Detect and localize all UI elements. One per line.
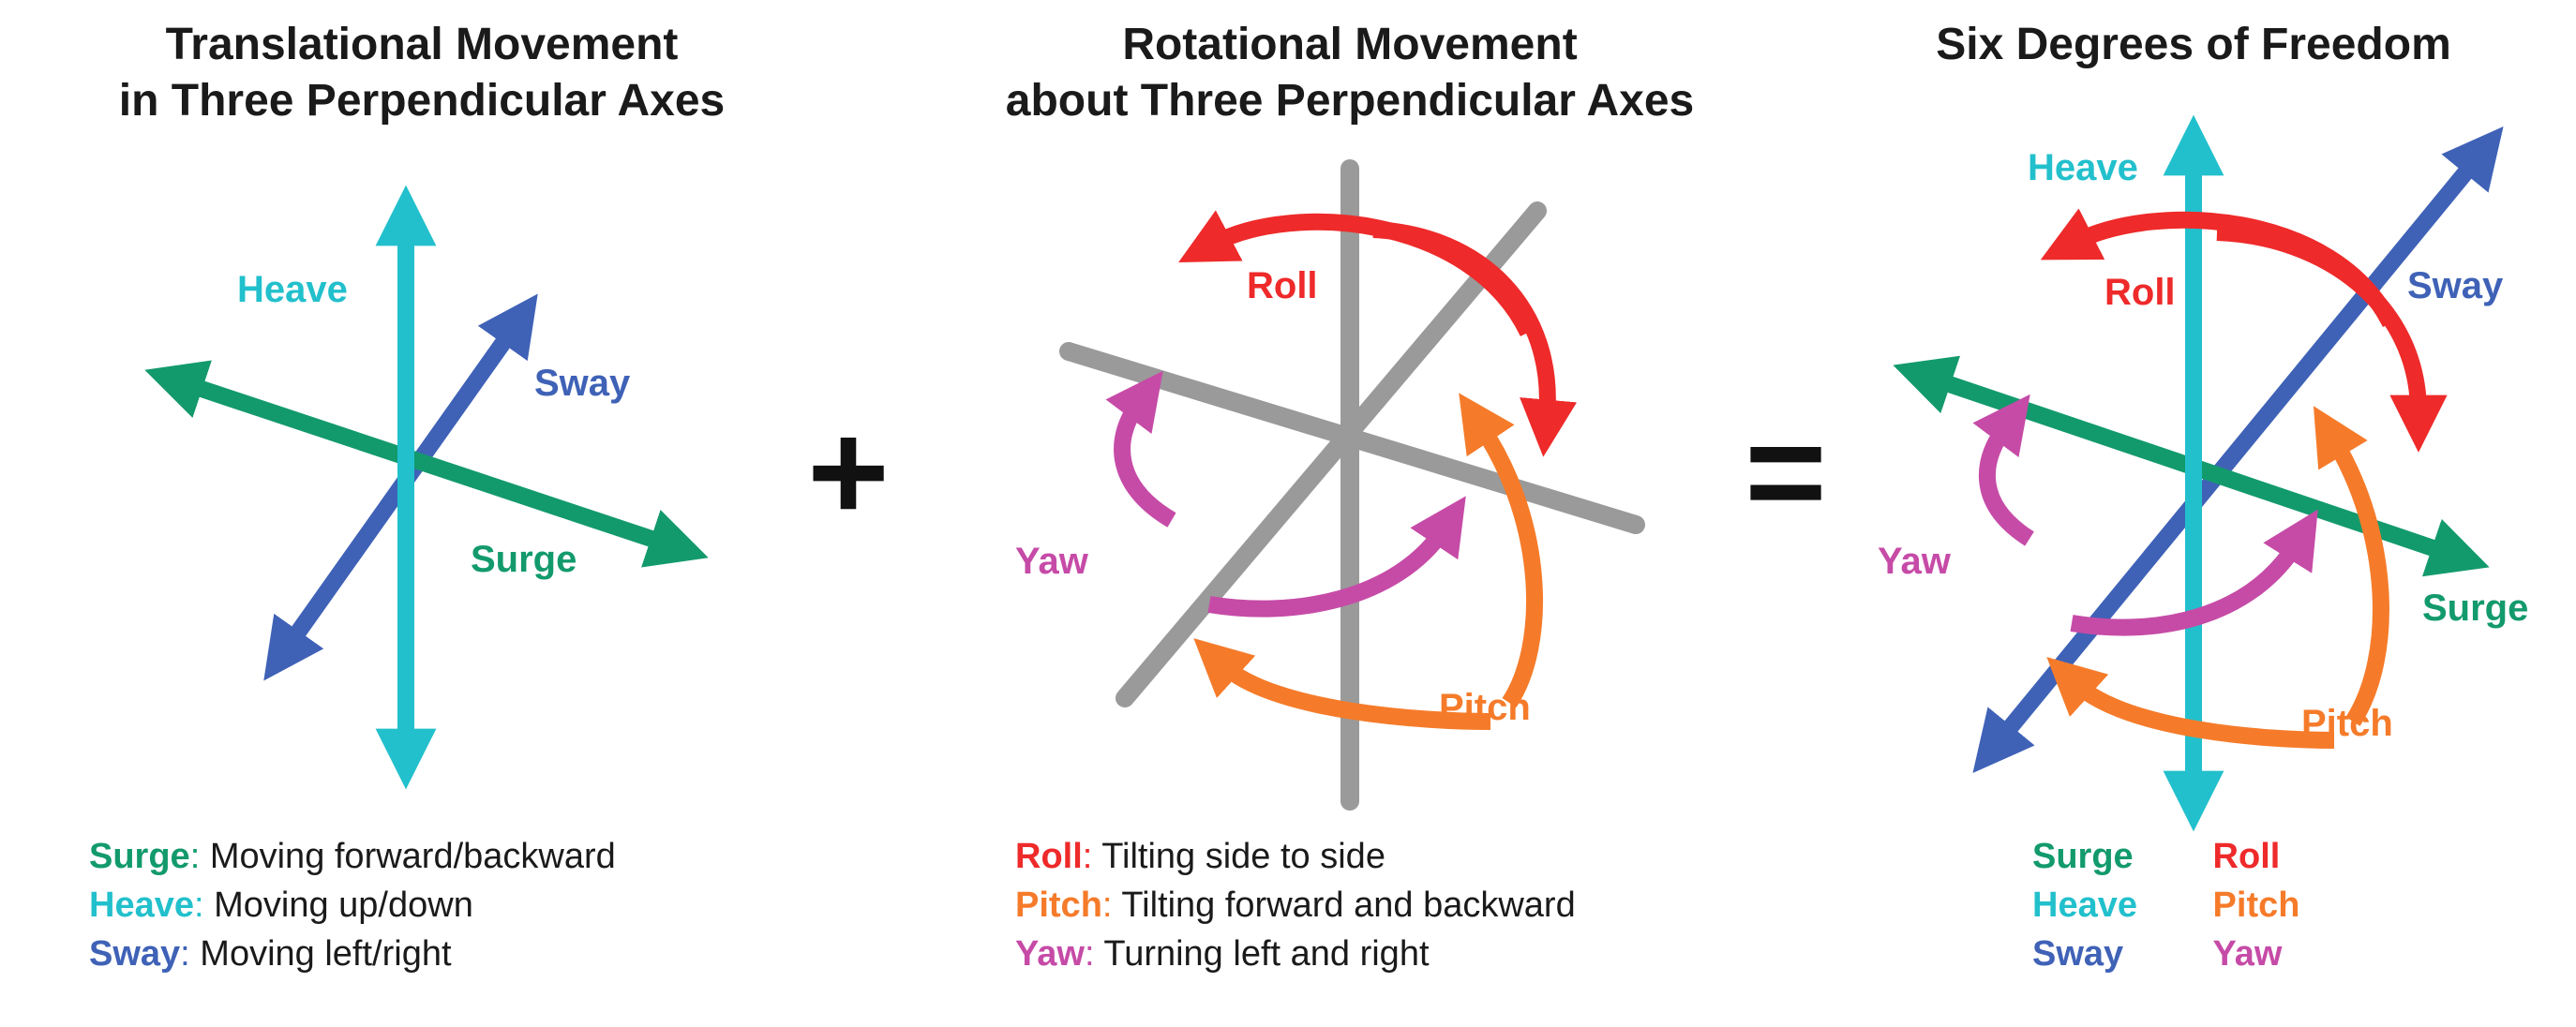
legend-desc: Turning left and right xyxy=(1094,934,1430,974)
legend-sep: : xyxy=(1084,934,1095,974)
rotational-title-line-1: Rotational Movement xyxy=(1122,20,1578,69)
legend-roll: Roll xyxy=(2212,837,2281,876)
legend-sep: : xyxy=(189,837,201,876)
surge-label: Surge xyxy=(471,539,577,580)
legend-key: Sway xyxy=(89,934,181,974)
translational-title: Translational Movement in Three Perpendi… xyxy=(19,17,825,129)
equals-operator: = xyxy=(1745,393,1827,550)
legend-key: Heave xyxy=(89,886,194,925)
translational-title-line-1: Translational Movement xyxy=(165,20,679,69)
surge-axis-arrow xyxy=(144,360,709,568)
legend-desc: Moving left/right xyxy=(189,934,452,974)
yaw-arc-arrow xyxy=(1105,370,1176,528)
legend-surge: Surge xyxy=(2032,837,2134,876)
legend-yaw: Yaw xyxy=(2212,934,2283,974)
rotational-title-line-2: about Three Perpendicular Axes xyxy=(1005,76,1695,126)
translational-title-line-2: in Three Perpendicular Axes xyxy=(118,76,726,126)
legend-sway: Sway xyxy=(2032,934,2124,974)
legend-row-surge: Surge: Moving forward/backward xyxy=(89,832,616,881)
translational-panel: Heave Sway Surge xyxy=(144,185,709,790)
pitch-label: Pitch xyxy=(1439,687,1531,728)
legend-row-roll: Roll: Tilting side to side xyxy=(1015,832,1576,881)
six-dof-panel: Heave Sway Roll Yaw Surge Pitch xyxy=(1878,114,2528,832)
legend-sep: : xyxy=(1082,837,1093,876)
legend-desc: Moving forward/backward xyxy=(200,837,616,876)
roll-arc-arrow-2 xyxy=(1372,221,1578,457)
legend-desc: Tilting side to side xyxy=(1092,837,1385,876)
yaw-arc-arrow-2 xyxy=(2070,509,2318,636)
pitch-arc-arrow xyxy=(2046,657,2335,749)
translation-legend: Surge: Moving forward/backward Heave: Mo… xyxy=(89,832,616,978)
legend-key: Surge xyxy=(89,837,190,876)
legend-key: Roll xyxy=(1015,837,1083,876)
legend-heave: Heave xyxy=(2032,886,2137,925)
six-dof-title: Six Degrees of Freedom xyxy=(1936,20,2451,69)
roll-label: Roll xyxy=(1247,265,1318,306)
six-dof-legend: Surge Heave Sway Roll Pitch Yaw xyxy=(2032,832,2365,978)
legend-key: Pitch xyxy=(1015,886,1102,925)
legend-row-pitch: Pitch: Tilting forward and backward xyxy=(1015,881,1576,930)
legend-row-yaw: Yaw: Turning left and right xyxy=(1015,930,1576,978)
sway-label: Sway xyxy=(534,363,631,404)
yaw-label: Yaw xyxy=(1878,541,1952,582)
yaw-label: Yaw xyxy=(1015,541,1089,582)
legend-row-heave: Heave: Moving up/down xyxy=(89,881,616,930)
surge-label: Surge xyxy=(2422,588,2528,629)
legend-desc: Moving up/down xyxy=(203,886,473,925)
yaw-arc-arrow xyxy=(1972,394,2035,546)
roll-label: Roll xyxy=(2104,272,2176,313)
rotational-title: Rotational Movement about Three Perpendi… xyxy=(872,17,1828,129)
pitch-arc-arrow xyxy=(1193,638,1491,730)
legend-sep: : xyxy=(193,886,204,925)
legend-desc: Tilting forward and backward xyxy=(1112,886,1576,925)
sway-label: Sway xyxy=(2407,265,2504,306)
rotational-panel: Roll Yaw Pitch xyxy=(1015,159,1645,811)
rotation-column: Roll Pitch Yaw xyxy=(2213,832,2300,978)
pitch-arc-arrow-2 xyxy=(2313,406,2389,726)
heave-label: Heave xyxy=(237,269,348,310)
legend-pitch: Pitch xyxy=(2212,886,2300,925)
plus-operator: + xyxy=(807,393,890,550)
yaw-arc-arrow-2 xyxy=(1207,496,1466,618)
pitch-label: Pitch xyxy=(2301,703,2393,744)
heave-label: Heave xyxy=(2028,147,2138,188)
roll-arc-arrow-2 xyxy=(2216,224,2448,453)
pitch-arc-arrow-2 xyxy=(1459,393,1544,707)
legend-row-sway: Sway: Moving left/right xyxy=(89,930,616,978)
legend-key: Yaw xyxy=(1015,934,1085,974)
rotation-legend: Roll: Tilting side to side Pitch: Tiltin… xyxy=(1015,832,1576,978)
legend-sep: : xyxy=(1101,886,1113,925)
translation-column: Surge Heave Sway xyxy=(2032,832,2137,978)
legend-sep: : xyxy=(180,934,190,974)
axis-diagonal xyxy=(1116,201,1547,707)
